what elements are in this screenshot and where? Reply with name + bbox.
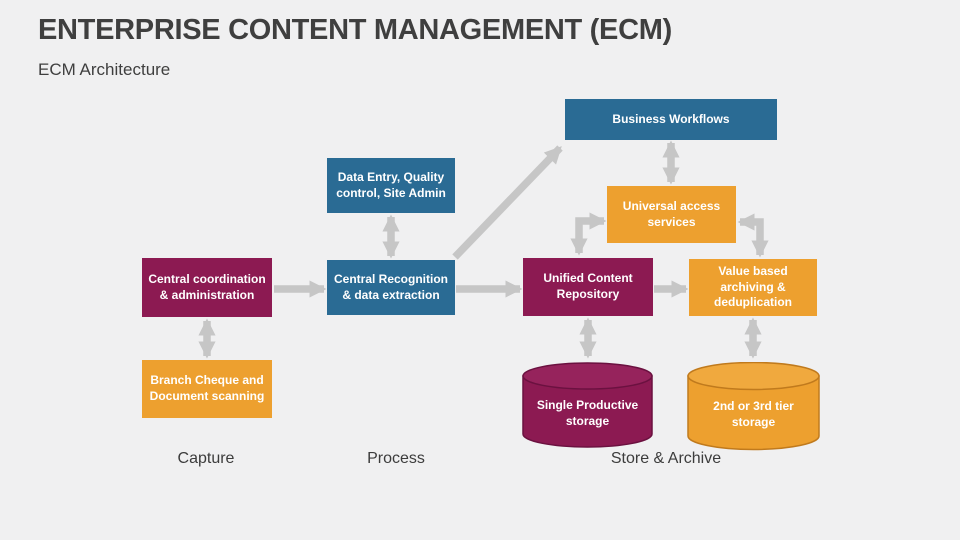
cylinder-shape-orange — [687, 362, 820, 451]
stage-label-capture: Capture — [177, 450, 235, 467]
cylinder-shape-magenta — [522, 362, 653, 448]
node-central-coordination-label: Central coordination & administration — [148, 271, 266, 302]
node-universal-access: Universal access services — [607, 186, 736, 243]
page-title: ENTERPRISE CONTENT MANAGEMENT (ECM) — [38, 14, 672, 46]
node-central-recognition: Central Recognition & data extraction — [327, 260, 455, 315]
node-unified-content-label: Unified Content Repository — [543, 271, 633, 301]
arrow-repository-universal-bent — [570, 212, 607, 256]
node-universal-access-label: Universal access services — [622, 198, 721, 229]
page-subtitle: ECM Architecture — [38, 60, 171, 79]
node-tier-storage-label: 2nd or 3rd tier storage — [713, 398, 794, 429]
stage-label-process: Process — [367, 450, 425, 467]
node-single-productive-storage: Single Productive storage — [522, 362, 653, 449]
node-single-productive-storage-label: Single Productive storage — [536, 397, 639, 428]
node-central-recognition-label: Central Recognition & data extraction — [333, 271, 448, 302]
node-unified-content: Unified Content Repository — [523, 258, 653, 316]
node-business-workflows: Business Workflows — [565, 99, 777, 140]
node-data-entry: Data Entry, Quality control, Site Admin — [327, 158, 455, 213]
arrow-universal-archiving-bent — [737, 213, 769, 258]
stage-label-store-archive: Store & Archive — [610, 450, 722, 467]
node-branch-cheque-label: Branch Cheque and Document scanning — [149, 373, 265, 403]
node-data-entry-label: Data Entry, Quality control, Site Admin — [336, 169, 446, 200]
node-value-based-label: Value based archiving & deduplication — [714, 264, 792, 310]
node-branch-cheque: Branch Cheque and Document scanning — [142, 360, 272, 418]
node-business-workflows-label: Business Workflows — [612, 111, 730, 126]
node-central-coordination: Central coordination & administration — [142, 258, 272, 317]
node-value-based: Value based archiving & deduplication — [689, 259, 817, 316]
node-tier-storage: 2nd or 3rd tier storage — [687, 362, 820, 451]
arrow-recognition-to-workflows-diagonal — [452, 145, 563, 260]
